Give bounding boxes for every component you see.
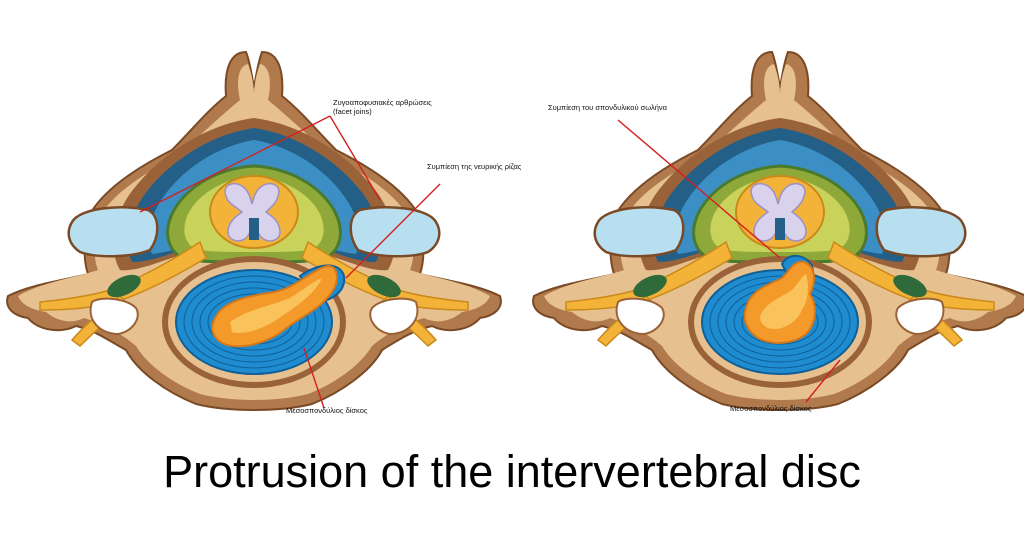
root-pointer-line [345, 183, 441, 279]
right-disc-label: Μεσοσπονδύλιος δίσκος [730, 404, 812, 413]
spinal-canal-compression-label: Συμπίεση του σπονδυλικού σωλήνα [548, 103, 668, 112]
facet-joints-label: Ζυγοαποφυσιακές αρθρώσεις (facet joins) [333, 98, 432, 116]
nerve-root-compression-label: Συμπίεση της νευρικής ρίζας [427, 162, 522, 171]
left-disc-label: Μεσοσπονδύλιος δίσκος [286, 406, 368, 415]
facet-pointer-line-b [329, 115, 381, 201]
right-disc-pointer-line [805, 359, 841, 403]
facet-pointer-line-a [139, 115, 331, 213]
figure-title: Protrusion of the intervertebral disc [163, 446, 861, 497]
facet-joints-label-line2: (facet joins) [333, 107, 372, 116]
left-vertebra-illustration [5, 50, 503, 412]
left-disc-pointer-line [303, 347, 325, 409]
canal-pointer-line [617, 119, 781, 259]
facet-joints-label-line1: Ζυγοαποφυσιακές αρθρώσεις [333, 98, 432, 107]
left-pointer-lines [139, 115, 441, 409]
right-vertebra-illustration [531, 50, 1024, 412]
right-pointer-lines [617, 119, 841, 403]
